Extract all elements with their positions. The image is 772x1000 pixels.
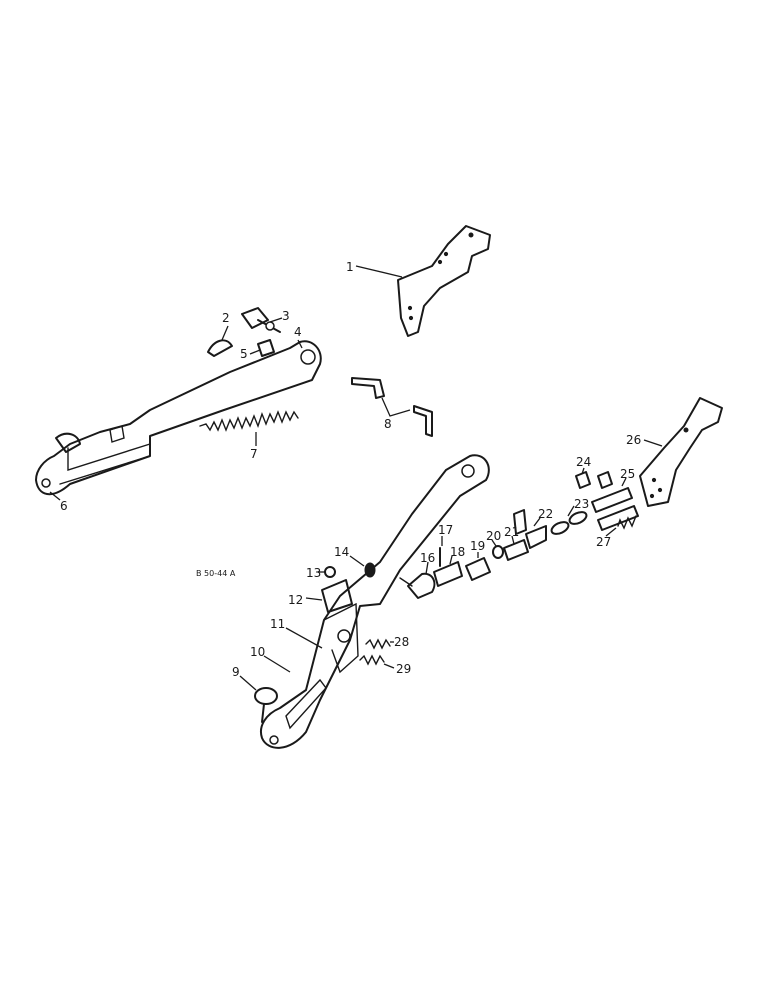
callout-26: 26 — [626, 433, 641, 447]
callout-4: 4 — [294, 325, 302, 339]
leader-10 — [263, 655, 291, 673]
callout-7: 7 — [250, 447, 258, 461]
swivel-16 — [399, 561, 436, 599]
bracket-upper — [397, 225, 491, 337]
callout-5: 5 — [240, 347, 248, 361]
spring-7 — [199, 410, 299, 446]
pin-17 — [439, 536, 443, 567]
nut-20 — [491, 539, 504, 559]
leader-11 — [285, 627, 323, 649]
clevis-18 — [433, 555, 463, 587]
callout-27: 27 — [596, 535, 611, 549]
callout-6: 6 — [60, 499, 68, 513]
lower-link-arm-right — [260, 454, 490, 749]
spring-29 — [359, 654, 395, 669]
sleeve-19 — [465, 552, 491, 581]
callout-23: 23 — [574, 497, 589, 511]
callout-9: 9 — [232, 665, 240, 679]
clevis-22 — [513, 509, 547, 549]
latch-12 — [305, 579, 353, 613]
callout-25: 25 — [620, 467, 635, 481]
callout-11: 11 — [270, 617, 285, 631]
callout-29: 29 — [396, 662, 411, 676]
callout-1: 1 — [346, 260, 354, 274]
spring-28 — [365, 638, 394, 650]
nut-13 — [318, 566, 336, 578]
bolts-24 — [575, 467, 613, 489]
callout-20: 20 — [486, 529, 501, 543]
drawing-reference: B 50-44 A — [196, 569, 236, 578]
leader-4 — [297, 339, 303, 349]
callout-28: 28 — [394, 635, 409, 649]
callout-8: 8 — [384, 417, 392, 431]
callout-16: 16 — [420, 551, 435, 565]
callout-19: 19 — [470, 539, 485, 553]
lower-link-arm-left — [35, 340, 322, 495]
callout-12: 12 — [288, 593, 303, 607]
callout-18: 18 — [450, 545, 465, 559]
pin-5 — [249, 339, 275, 357]
spring-14 — [349, 555, 376, 578]
callout-22: 22 — [538, 507, 553, 521]
turnbuckle-21 — [503, 535, 529, 561]
ball-end-6 — [49, 432, 81, 501]
callout-3: 3 — [282, 309, 290, 323]
callout-14: 14 — [334, 545, 349, 559]
callout-24: 24 — [576, 455, 591, 469]
bracket-26 — [639, 397, 723, 507]
callout-17: 17 — [438, 523, 453, 537]
linch-pin — [207, 325, 233, 357]
chain-23 — [550, 505, 588, 535]
callout-21: 21 — [504, 525, 519, 539]
callout-13: 13 — [306, 566, 321, 580]
pivot-pin-bracket — [241, 307, 283, 333]
callout-10: 10 — [250, 645, 265, 659]
pin-27 — [605, 515, 637, 537]
leader-1 — [355, 265, 403, 278]
bracket-8 — [351, 377, 433, 437]
plates-25 — [591, 477, 639, 531]
ring-9 — [239, 675, 278, 723]
callout-2: 2 — [222, 311, 230, 325]
